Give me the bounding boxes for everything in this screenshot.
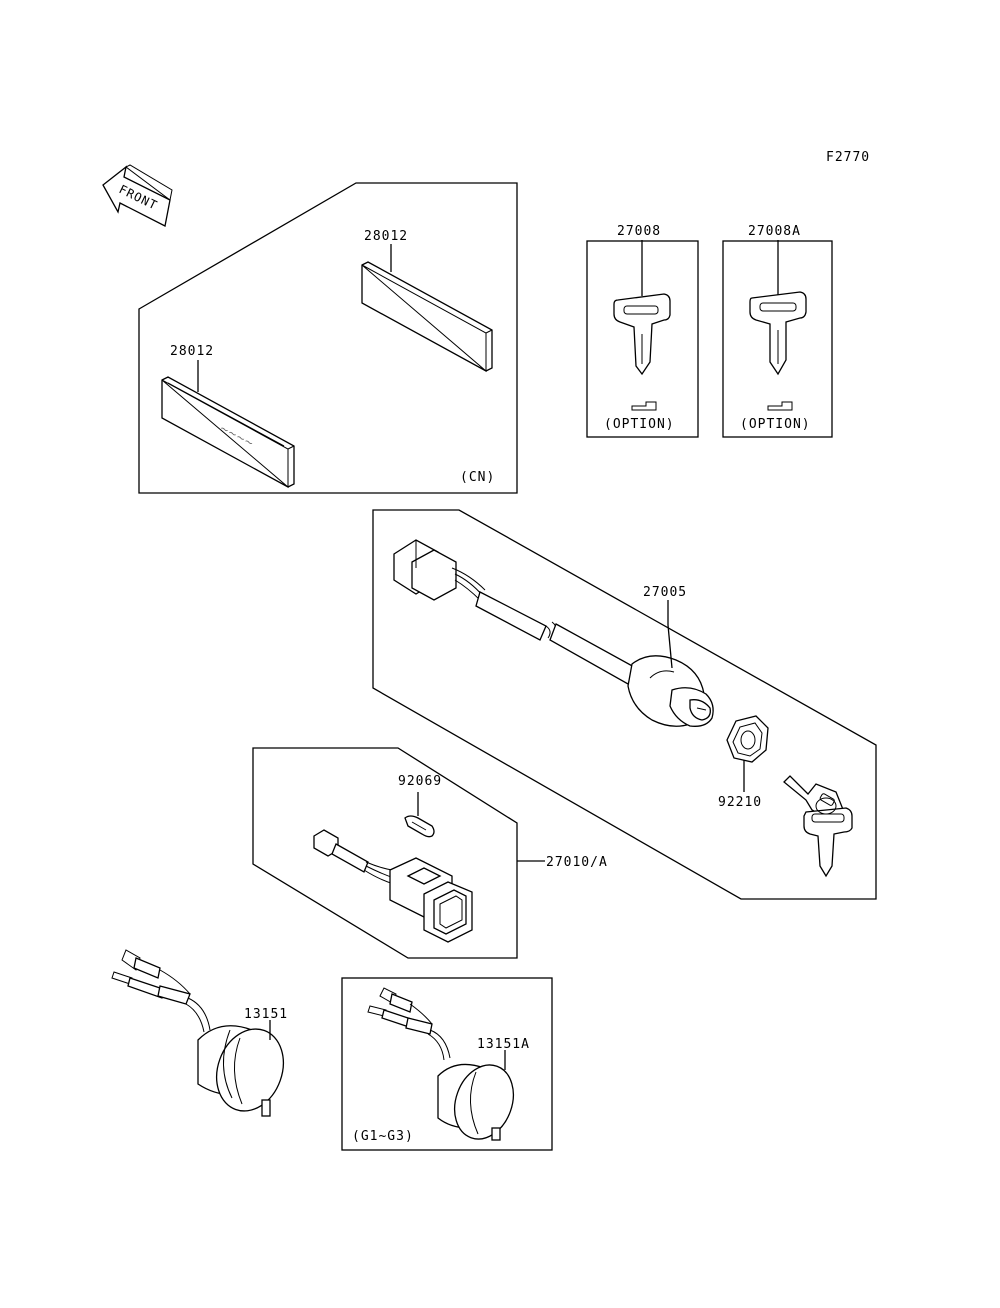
reflector-group: 28012 ~~~~ 28012 (CN) (138, 182, 518, 494)
bulb-icon (404, 815, 435, 838)
part-number-92069: 92069 (398, 774, 442, 789)
ignition-switch-body (627, 655, 714, 727)
part-number-27008A: 27008A (748, 224, 801, 239)
part-number-13151: 13151 (244, 1007, 288, 1022)
part-number-28012-front: 28012 (170, 344, 214, 359)
part-number-27008: 27008 (617, 224, 661, 239)
note-option-2: (OPTION) (740, 417, 811, 432)
switch-assembly-group: 92069 27010/A (252, 747, 608, 959)
part-number-92210: 92210 (718, 795, 762, 810)
socket-13151 (111, 949, 284, 1117)
key-blank-a-group: 27008A (OPTION) (722, 224, 833, 438)
key-icon (613, 293, 671, 376)
part-number-13151A: 13151A (477, 1037, 530, 1052)
connector (393, 539, 457, 601)
switch-body (389, 857, 473, 943)
key-icon (803, 797, 853, 878)
reflector-rear (361, 261, 493, 373)
part-number-27005: 27005 (643, 585, 687, 600)
note-option-1: (OPTION) (604, 417, 675, 432)
key-blank-group: 27008 (OPTION) (586, 224, 699, 438)
key-icon (749, 291, 807, 376)
socket-group: 13151 (111, 949, 288, 1117)
figure-code: F2770 (826, 150, 870, 165)
reflector-front: ~~~~ (161, 376, 295, 489)
front-arrow-icon: FRONT (102, 164, 173, 227)
socket-a-group: 13151A (G1~G3) (341, 977, 553, 1151)
note-g1-g3: (G1~G3) (352, 1129, 414, 1144)
socket-13151A (367, 987, 514, 1141)
part-number-27010A: 27010/A (546, 855, 608, 870)
note-cn: (CN) (460, 470, 495, 485)
ignition-switch-group: 27005 92210 (372, 509, 877, 900)
part-number-28012-rear: 28012 (364, 229, 408, 244)
nut-icon (726, 715, 769, 763)
